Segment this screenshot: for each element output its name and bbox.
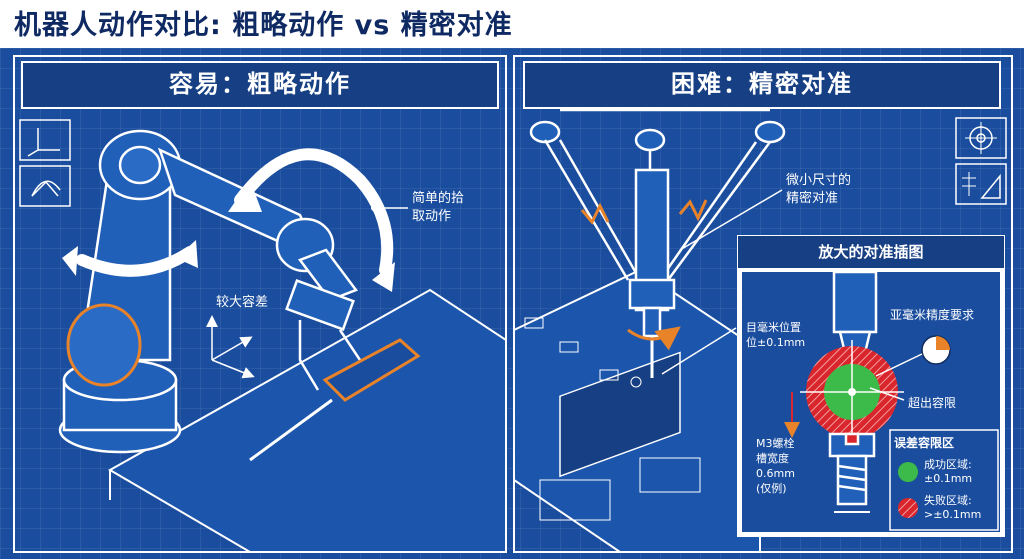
legend-box (889, 429, 999, 531)
right-panel-frame (513, 55, 1013, 553)
label-tolerance: 较大容差 (216, 295, 269, 310)
slot-dimension (784, 392, 870, 513)
legend-fail: 失败区域: >±0.1mm (924, 494, 982, 521)
label-exceed: 超出容限 (908, 396, 957, 410)
label-submm: 亚毫米精度要求 (890, 308, 975, 322)
right-heading-box (523, 61, 1001, 109)
tolerance-axes (206, 315, 255, 379)
label-target: 目毫米位置 位±0.1mm (746, 321, 806, 349)
ruler-icon (955, 163, 1007, 205)
screwdriver (249, 338, 421, 462)
axes-icon (19, 119, 71, 161)
rotation-icon (19, 165, 71, 207)
left-heading-box (21, 61, 499, 109)
leader-line-inset (661, 327, 737, 375)
label-slot: M3螺栓 槽宽度 0.6mm (仅例) (756, 437, 795, 495)
page-title: 机器人动作对比: 粗略动作 vs 精密对准 (14, 10, 513, 41)
delta-robot (529, 108, 786, 378)
label-simple-pick: 简单的拾 取动作 (412, 191, 465, 224)
pcb-board (513, 268, 761, 553)
detail-callout (869, 335, 951, 401)
right-panel-heading: 困难：精密对准 (671, 70, 853, 98)
bolt (828, 432, 876, 506)
leader-line-tiny (679, 189, 783, 251)
legend-title: 误差容限区 (894, 436, 955, 450)
tolerance-target (800, 340, 904, 444)
vibration-arrows (580, 199, 708, 351)
left-panel-heading: 容易：粗略动作 (169, 70, 351, 98)
label-tiny-precision: 微小尺寸的 精密对准 (786, 173, 852, 206)
inset-title: 放大的对准插图 (818, 243, 924, 261)
crosshair-icon (955, 117, 1007, 159)
legend-success: 成功区域: ±0.1mm (924, 458, 973, 485)
